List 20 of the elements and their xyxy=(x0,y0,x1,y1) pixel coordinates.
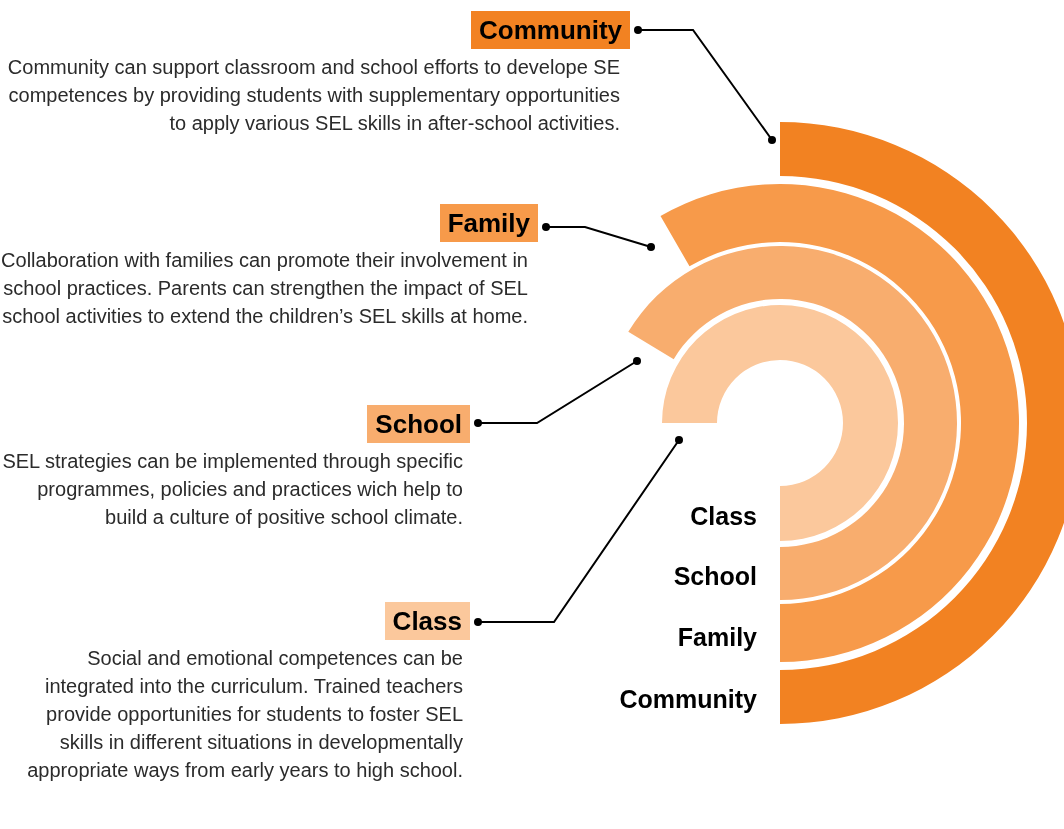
description-text: SEL strategies can be implemented through specific programmes, policies and practices wich help to build a culture of positive school climate. xyxy=(1,449,464,530)
leader-line xyxy=(634,26,776,144)
heading: Family xyxy=(439,204,538,242)
ring-segment xyxy=(660,184,1019,662)
leader-line xyxy=(474,436,683,626)
ring-segment xyxy=(780,122,1064,724)
leader-line xyxy=(474,357,641,427)
leader-line xyxy=(542,223,655,251)
heading: Class xyxy=(384,602,470,640)
ring-label: School xyxy=(673,561,757,591)
ring-segment xyxy=(628,246,957,600)
description-text: Social and emotional competences can be integrated into the curriculum. Trained teachers provide opportunities for students to foster SEL skills in different situations in developmentally appropriate ways from early years to high school. xyxy=(26,646,464,783)
heading: Community xyxy=(471,11,630,49)
ring-label: Family xyxy=(677,622,757,652)
ring-label: Class xyxy=(690,501,757,531)
ring-segment xyxy=(662,305,898,541)
description-text: Collaboration with families can promote their involvement in school practices. Parents can strengthen the impact of SEL school activities to extend the children’s SEL skills at home. xyxy=(0,248,529,329)
heading: School xyxy=(367,405,470,443)
ring-label: Community xyxy=(619,684,757,714)
description-text: Community can support classroom and school efforts to develope SE competences by providing students with supplementary opportunities to apply various SEL skills in after-school activities. xyxy=(6,55,621,136)
